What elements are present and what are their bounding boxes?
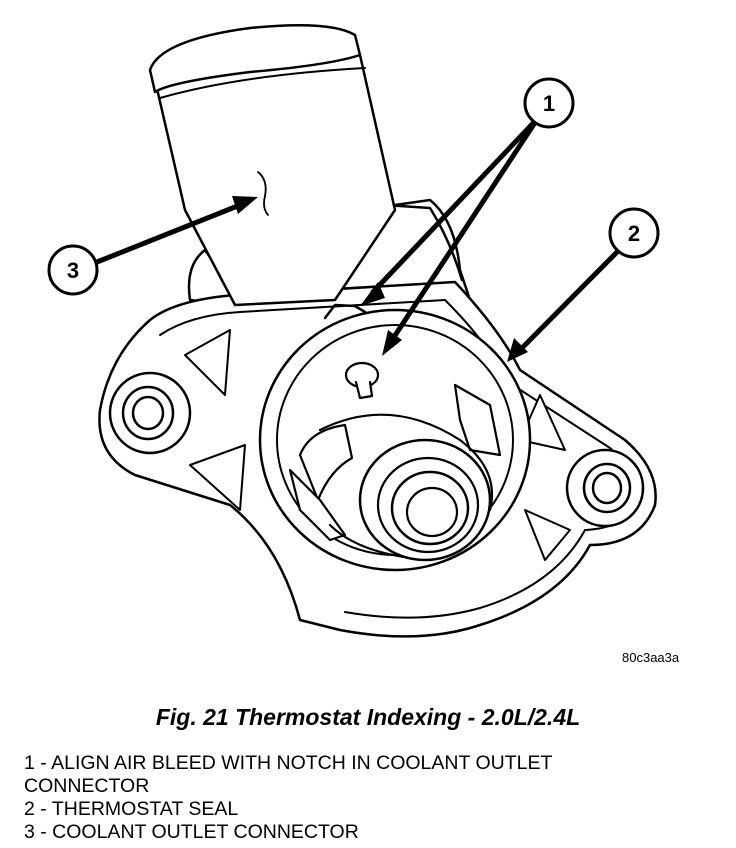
leader-3 [94, 202, 243, 265]
thermostat-indexing-illustration: 1 2 3 [47, 23, 660, 638]
image-reference-code: 80c3aa3a [622, 650, 680, 665]
legend-item-1: 1 - ALIGN AIR BLEED WITH NOTCH IN COOLAN… [24, 752, 553, 797]
left-rib-lower [189, 444, 246, 511]
right-rib-upper [519, 394, 566, 451]
callout-label-1: 1 [543, 91, 555, 116]
thermostat-frame-arc [318, 413, 494, 512]
thermostat-frame-right [453, 383, 502, 457]
right-rib-lower [524, 509, 571, 561]
legend-item-2: 2 - THERMOSTAT SEAL [24, 798, 239, 820]
rear-boss-upper [383, 203, 464, 282]
arrowhead-1-bleed [382, 330, 402, 356]
callout-label-3: 3 [67, 258, 79, 283]
alignment-notch [323, 303, 367, 320]
callout-label-2: 2 [628, 221, 640, 246]
legend: 1 - ALIGN AIR BLEED WITH NOTCH IN COOLAN… [24, 752, 724, 844]
thermostat-frame-left [298, 423, 354, 502]
left-rib-upper [184, 329, 231, 396]
callout-circle-2 [608, 207, 660, 259]
valve-center-hole [405, 486, 459, 538]
outlet-tube-band [159, 67, 366, 99]
arrowhead-3 [232, 196, 258, 214]
leader-2 [517, 244, 625, 353]
leader-1-to-bleed [389, 115, 541, 343]
legend-item-3: 3 - COOLANT OUTLET CONNECTOR [24, 821, 359, 843]
arrowhead-2 [507, 338, 528, 362]
callout-circle-3 [47, 244, 99, 296]
air-bleed-stem [354, 380, 374, 400]
right-bolt-hole-inner [591, 471, 623, 505]
callout-circle-1 [523, 77, 575, 129]
outlet-tube [153, 43, 397, 307]
arrowhead-1-notch [360, 282, 385, 306]
outlet-tube-lip [148, 23, 362, 94]
leader-1-to-notch [370, 115, 541, 295]
left-bolt-hole-inner [131, 395, 165, 431]
figure-caption: Fig. 21 Thermostat Indexing - 2.0L/2.4L [155, 704, 581, 730]
thermostat-frame-left-leg [288, 468, 347, 542]
outlet-tube-cast-mark [257, 171, 269, 216]
